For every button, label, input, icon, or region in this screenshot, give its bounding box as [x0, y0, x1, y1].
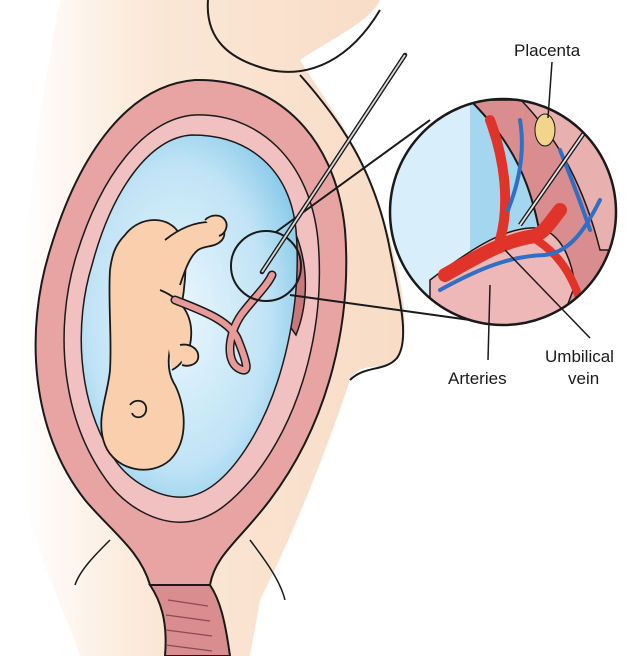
arteries-label: Arteries — [448, 369, 507, 388]
umbilical-label-line1: Umbilical — [545, 347, 614, 366]
placenta-label: Placenta — [514, 41, 581, 60]
umbilical-label-line2: vein — [568, 369, 599, 388]
zoom-placenta-fat — [535, 114, 555, 146]
